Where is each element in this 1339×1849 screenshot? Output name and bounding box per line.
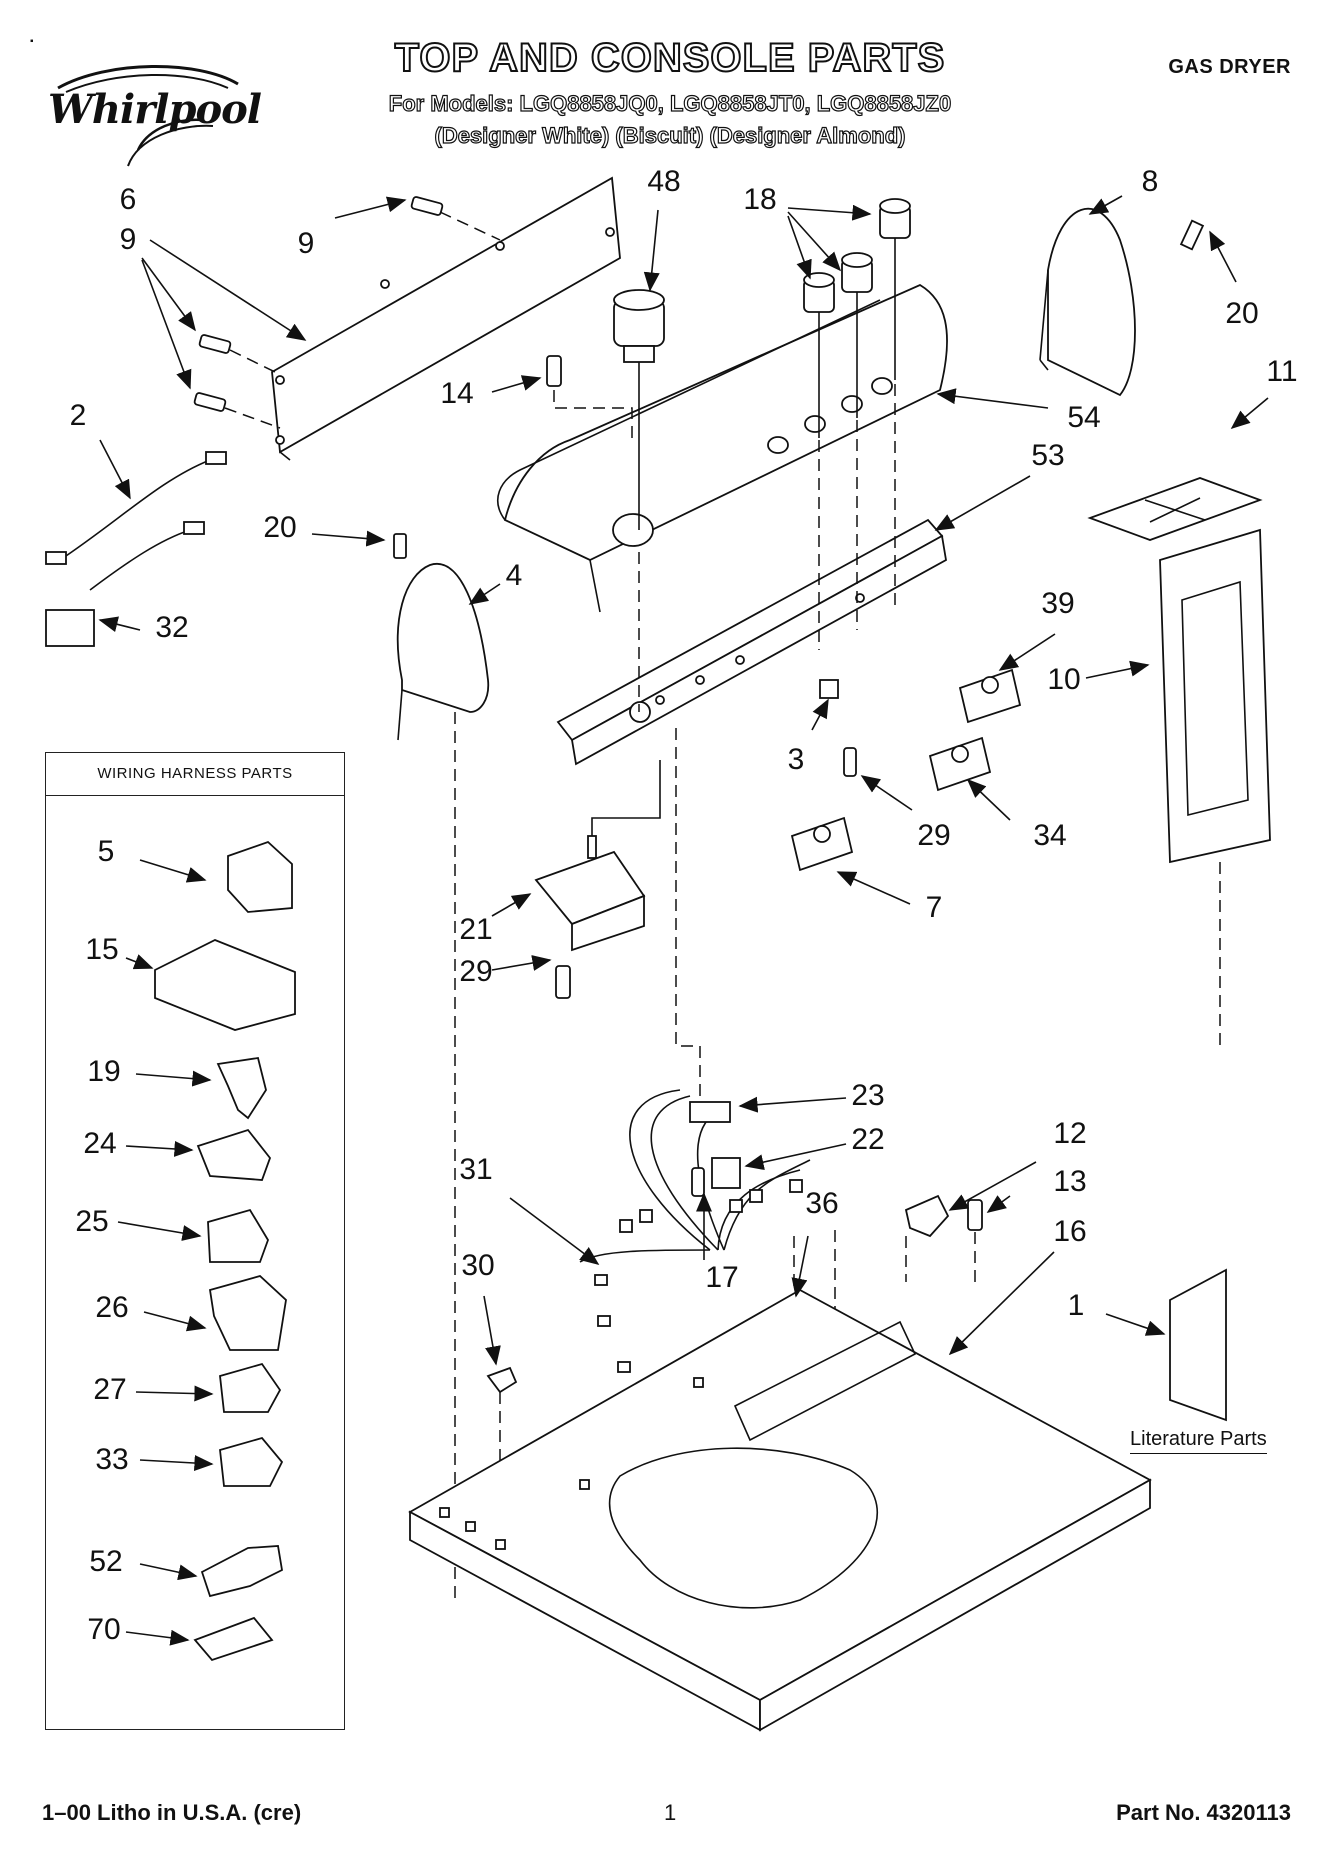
callout-53: 53	[1031, 439, 1065, 472]
callout-20: 20	[263, 511, 297, 544]
control-mounting-rail	[556, 384, 947, 766]
page-number: 1	[664, 1800, 677, 1825]
callout-52: 52	[89, 1545, 123, 1578]
right-end-cap	[1039, 208, 1205, 397]
callout-23: 23	[851, 1079, 885, 1112]
callout-3: 3	[787, 743, 805, 776]
callout-9: 9	[297, 227, 315, 260]
callout-8: 8	[1141, 165, 1159, 198]
callout-29: 29	[459, 955, 493, 988]
whirlpool-logo: Whirlpool	[28, 58, 268, 178]
dryer-top-panel	[408, 1288, 1152, 1732]
callout-18: 18	[743, 183, 777, 216]
callout-29: 29	[917, 819, 951, 852]
control-knobs	[803, 198, 911, 438]
callout-26: 26	[95, 1291, 129, 1324]
literature-booklet	[1169, 1268, 1227, 1422]
callout-9: 9	[119, 223, 137, 256]
callout-34: 34	[1033, 819, 1067, 852]
brand-name: Whirlpool	[48, 86, 262, 133]
wiring-harness-parts-title: WIRING HARNESS PARTS	[45, 752, 345, 796]
callout-10: 10	[1047, 663, 1081, 696]
bracket-screws	[193, 196, 501, 429]
main-wiring-harness	[579, 728, 811, 1373]
callout-1: 1	[1067, 1289, 1085, 1322]
callout-12: 12	[1053, 1117, 1087, 1150]
callout-17: 17	[705, 1261, 739, 1294]
callout-14: 14	[440, 377, 474, 410]
callout-5: 5	[97, 835, 115, 868]
literature-parts-label: Literature Parts	[1130, 1428, 1267, 1454]
temperature-switch	[790, 816, 854, 872]
product-type: GAS DRYER	[1168, 56, 1291, 78]
callout-arrows	[98, 195, 1269, 1646]
page-title: TOP AND CONSOLE PARTS	[394, 35, 946, 81]
lint-screen	[1159, 528, 1271, 1050]
callout-54: 54	[1067, 401, 1101, 434]
push-to-start-switch	[958, 668, 1022, 724]
selector-switch	[928, 736, 992, 792]
callout-24: 24	[83, 1127, 117, 1160]
callout-25: 25	[75, 1205, 109, 1238]
callout-15: 15	[85, 933, 119, 966]
callout-32: 32	[155, 611, 189, 644]
callout-4: 4	[505, 559, 523, 592]
callout-36: 36	[805, 1187, 839, 1220]
callout-16: 16	[1053, 1215, 1087, 1248]
callout-2: 2	[69, 399, 87, 432]
litho-note: 1–00 Litho in U.S.A. (cre)	[42, 1800, 302, 1825]
callout-11: 11	[1266, 355, 1298, 388]
callout-48: 48	[647, 165, 681, 198]
callout-31: 31	[459, 1153, 493, 1186]
callout-19: 19	[87, 1055, 121, 1088]
wiring-harness-parts-box	[45, 752, 345, 1730]
model-list: For Models: LGQ8858JQ0, LGQ8858JT0, LGQ8…	[300, 88, 1040, 152]
timer-assembly	[534, 760, 661, 999]
left-end-cap	[393, 533, 490, 1600]
callout-30: 30	[461, 1249, 495, 1282]
models-line: For Models: LGQ8858JQ0, LGQ8858JT0, LGQ8…	[388, 90, 952, 116]
callout-20: 20	[1225, 297, 1259, 330]
console-panel	[496, 283, 948, 613]
callout-21: 21	[459, 913, 493, 946]
panel-screw	[546, 355, 633, 440]
callout-27: 27	[93, 1373, 127, 1406]
terminal-block	[819, 679, 857, 777]
callout-7: 7	[925, 891, 943, 924]
rear-console-bracket	[271, 176, 621, 461]
part-number: Part No. 4320113	[1116, 1800, 1291, 1825]
lint-screen-cover	[1087, 477, 1263, 541]
swirl-mark-icon	[57, 65, 239, 167]
timer-knob	[613, 289, 665, 530]
harness-connectors	[154, 840, 296, 1662]
callout-22: 22	[851, 1123, 885, 1156]
callout-6: 6	[119, 183, 137, 216]
callout-13: 13	[1053, 1165, 1087, 1198]
corner-mark: ▪	[30, 36, 34, 47]
colors-line: (Designer White) (Biscuit) (Designer Alm…	[434, 122, 906, 148]
callout-70: 70	[87, 1613, 121, 1646]
callout-33: 33	[95, 1443, 129, 1476]
wire-assembly	[45, 451, 227, 647]
callout-39: 39	[1041, 587, 1075, 620]
